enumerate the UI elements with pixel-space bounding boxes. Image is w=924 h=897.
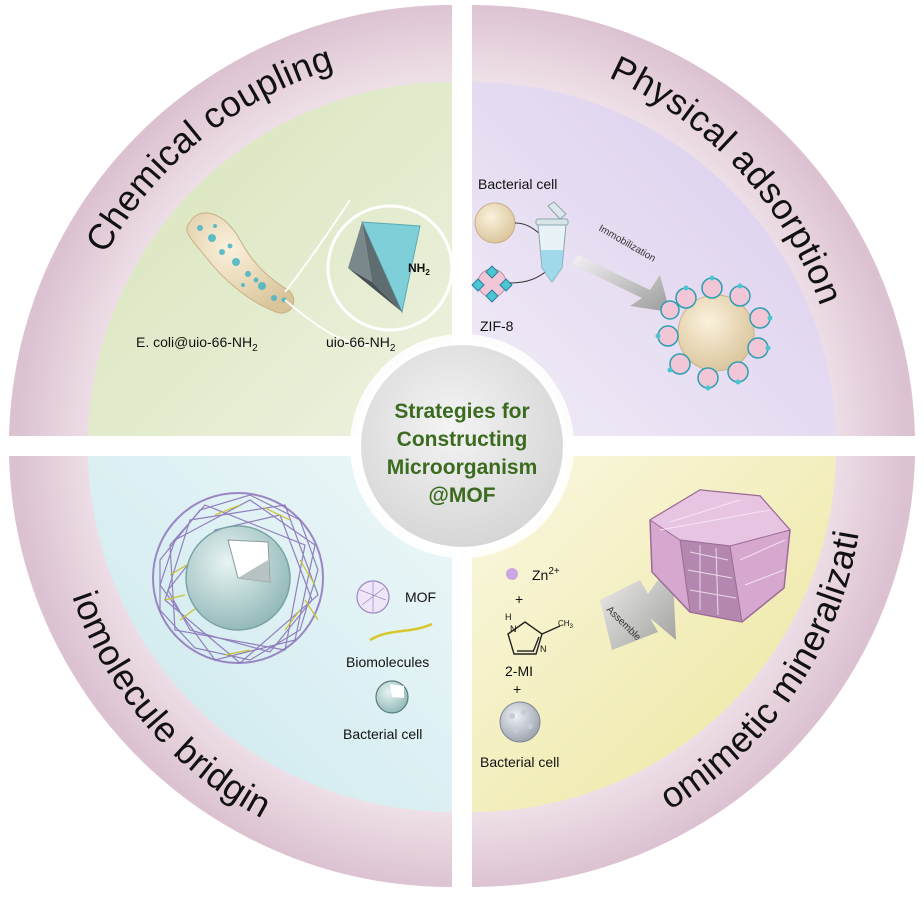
label-ecoli-uio: E. coli@uio-66-NH2	[136, 334, 258, 354]
chemical-coupling-illustration: NH2 E. coli@uio-66-NH2 uio-66-NH2	[136, 199, 454, 354]
plus-2: +	[513, 681, 521, 697]
label-bacterial-cell-top: Bacterial cell	[478, 176, 557, 192]
nh2-label: NH2	[408, 261, 430, 277]
center-hub: Strategies for Constructing Microorganis…	[350, 334, 574, 558]
bacterial-cell-grey-icon	[499, 701, 541, 743]
zif8-coated-cell	[655, 275, 773, 391]
physical-adsorption-illustration: Bacterial cell ZIF-8 Immobilization	[471, 176, 773, 391]
legend-mof: MOF	[356, 580, 436, 614]
legend-biomolecules: Biomolecules	[346, 622, 433, 670]
biomimetic-mineralization-illustration: Zn2+ + H N N CH3 2-MI + Bacterial cell A…	[480, 489, 791, 770]
label-bacterial-cell-bottom: Bacterial cell	[480, 754, 559, 770]
label-uio-66-nh2: uio-66-NH2	[326, 334, 396, 354]
immobilization-arrow	[572, 255, 670, 312]
2-methylimidazole-structure	[507, 621, 561, 655]
zn-ion-icon	[506, 568, 518, 580]
biomolecule-bridging-illustration: MOF Biomolecules Bacterial cell	[152, 492, 436, 742]
legend-biomolecules-label: Biomolecules	[346, 654, 429, 670]
imidazole-n-top: N	[510, 624, 517, 634]
label-zif-8: ZIF-8	[480, 318, 514, 334]
panel-chemical-coupling	[88, 81, 452, 437]
label-2-mi: 2-MI	[505, 663, 533, 679]
plus-1: +	[515, 591, 523, 607]
center-line-3: Microorganism	[387, 456, 538, 479]
center-line-4: @MOF	[428, 484, 495, 507]
bacterial-cell-icon	[474, 202, 516, 244]
panel-biomolecule-bridging	[88, 456, 452, 812]
mof-coated-cell-large	[152, 492, 324, 664]
magnifier-circle	[326, 204, 454, 332]
center-line-2: Constructing	[397, 428, 528, 451]
imidazole-h: H	[505, 612, 512, 622]
zif8-icon	[471, 265, 513, 303]
imidazole-ch3: CH3	[558, 619, 574, 630]
center-line-1: Strategies for	[394, 400, 529, 423]
imidazole-n: N	[540, 644, 547, 654]
uio-66-octahedron	[348, 221, 421, 314]
label-zn: Zn2+	[532, 566, 560, 583]
legend-bacterial-cell: Bacterial cell	[343, 680, 422, 742]
legend-bacterial-cell-label: Bacterial cell	[343, 726, 422, 742]
legend-mof-label: MOF	[405, 589, 436, 605]
centrifuge-tube-icon	[535, 201, 569, 283]
assemble-arrow	[600, 560, 676, 650]
mof-polyhedron	[649, 489, 791, 623]
